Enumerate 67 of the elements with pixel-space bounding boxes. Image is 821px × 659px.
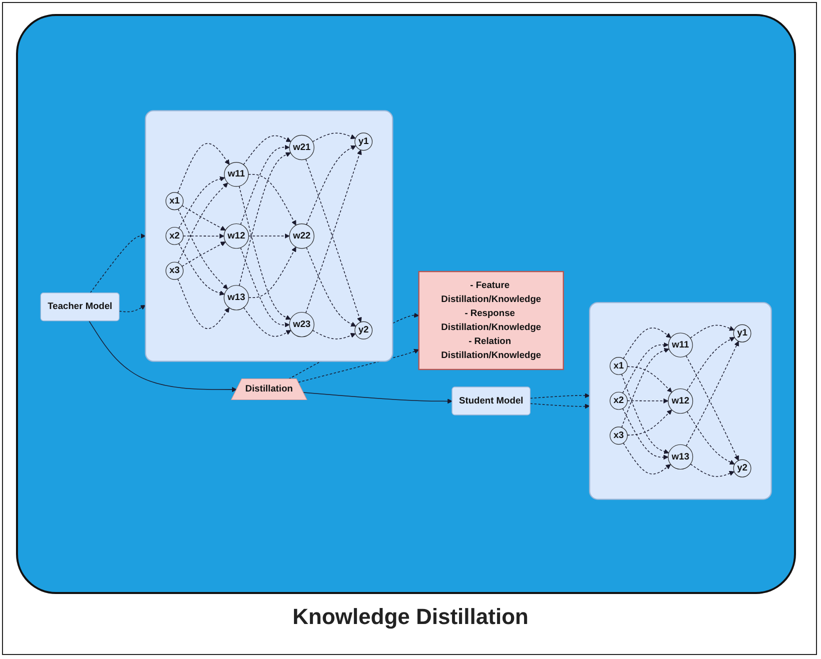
node-circle: w11 xyxy=(224,162,249,187)
arrow xyxy=(626,398,668,404)
arrow xyxy=(622,328,672,359)
arrow xyxy=(686,341,739,446)
arrow xyxy=(530,403,590,409)
arrow xyxy=(248,174,296,226)
node-box: - Feature Distillation/Knowledge - Response Distillation/Knowledge - Relation Distillation/Knowledge xyxy=(418,270,564,370)
arrow xyxy=(178,208,228,290)
arrow xyxy=(686,337,735,391)
arrow xyxy=(240,144,290,225)
arrow xyxy=(312,330,356,340)
arrow xyxy=(686,355,739,461)
arrow xyxy=(530,393,590,399)
arrow xyxy=(182,205,226,230)
arrow xyxy=(248,233,290,239)
arrow xyxy=(622,408,668,460)
arrow xyxy=(621,374,670,454)
node-circle: w11 xyxy=(668,332,693,358)
arrow xyxy=(306,247,356,327)
arrow xyxy=(240,247,290,328)
node-circle: x1 xyxy=(166,192,184,210)
arrow xyxy=(690,464,734,477)
node-circle: y2 xyxy=(733,459,752,478)
node-circle: y1 xyxy=(354,132,373,151)
node-circle: x3 xyxy=(166,262,184,280)
node-circle: w13 xyxy=(668,444,694,470)
arrow xyxy=(88,320,237,392)
cluster xyxy=(144,110,394,362)
arrow xyxy=(178,182,228,264)
cluster xyxy=(589,302,772,500)
arrow xyxy=(177,143,230,194)
node-circle: w12 xyxy=(668,388,694,414)
arrow xyxy=(626,410,672,436)
arrow xyxy=(302,392,453,404)
node-circle: x1 xyxy=(610,356,628,375)
arrow xyxy=(243,307,292,337)
arrow xyxy=(178,176,225,229)
arrow xyxy=(626,366,672,393)
node-circle: y2 xyxy=(354,321,373,340)
node-circle: x2 xyxy=(166,226,184,245)
node-circle: y1 xyxy=(733,324,752,342)
arrow xyxy=(238,186,291,320)
arrow xyxy=(622,342,669,394)
node-circle: x3 xyxy=(610,426,628,445)
node-circle: w22 xyxy=(289,224,314,249)
arrow xyxy=(177,278,230,329)
arrow xyxy=(621,348,670,428)
arrow xyxy=(622,442,671,474)
arrow xyxy=(118,305,146,312)
arrow xyxy=(686,411,735,465)
diagram-title: Knowledge Distillation xyxy=(292,604,530,630)
node-circle: w13 xyxy=(224,285,249,310)
node-circle: x2 xyxy=(610,392,628,410)
arrow xyxy=(298,348,420,383)
arrow xyxy=(243,135,292,166)
arrow xyxy=(312,132,356,142)
arrow xyxy=(178,243,225,296)
arrow xyxy=(90,233,146,294)
arrow xyxy=(690,324,734,338)
node-circle: w23 xyxy=(289,312,314,338)
arrow xyxy=(182,242,226,267)
arrow xyxy=(248,246,296,298)
arrow xyxy=(238,152,291,286)
node-circle: w12 xyxy=(224,223,249,249)
node-circle: w21 xyxy=(289,134,314,160)
arrow xyxy=(182,234,224,239)
arrow xyxy=(306,145,356,226)
